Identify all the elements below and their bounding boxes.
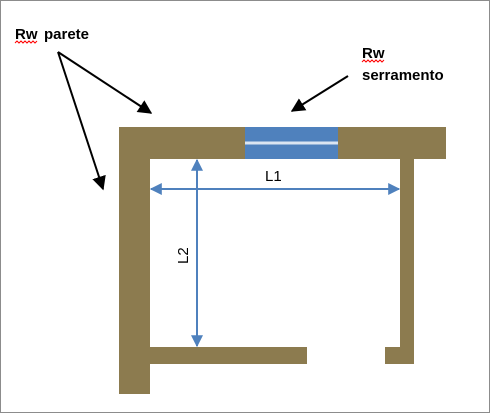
left-wall (119, 127, 150, 394)
right-wall (400, 159, 414, 364)
window-rw-label: Rw (362, 45, 385, 62)
spellcheck-underline (14, 40, 38, 44)
window-name-label: serramento (362, 67, 444, 84)
dimensions: L1 L2 (149, 158, 401, 348)
wall-name-label: parete (44, 26, 89, 43)
wall-arrow-side (57, 51, 106, 191)
walls (119, 127, 446, 394)
dimension-l2-label: L2 (175, 247, 192, 264)
window-arrow (290, 75, 349, 112)
wall-arrow-top (57, 51, 153, 114)
wall-rw-label: Rw (15, 26, 38, 43)
wall-annotation: Rw parete (14, 26, 89, 44)
bottom-wall-right (385, 347, 414, 364)
dimension-l1-label: L1 (265, 168, 282, 185)
annotation-arrows (57, 51, 349, 191)
bottom-wall-left (150, 347, 307, 364)
window (245, 127, 338, 159)
window-annotation: Rw serramento (361, 45, 444, 84)
spellcheck-underline-window (361, 59, 385, 63)
top-wall-right (338, 127, 446, 159)
